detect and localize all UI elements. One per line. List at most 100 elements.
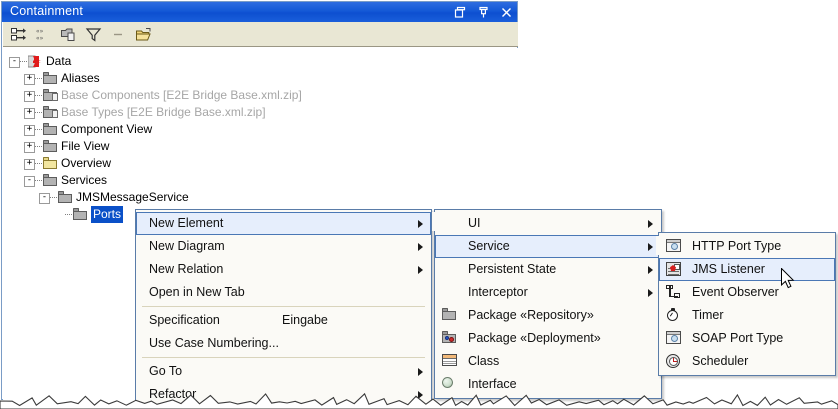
submenu-arrow-icon — [648, 289, 653, 297]
menu-item-label: Scheduler — [692, 354, 749, 368]
folder-icon — [43, 140, 58, 153]
menu-item-no-icon — [442, 262, 458, 277]
menu-item[interactable]: Package «Deployment» — [435, 327, 661, 350]
submenu-arrow-icon — [648, 266, 653, 274]
filter-icon[interactable] — [84, 25, 102, 43]
menu-item-no-icon — [442, 216, 458, 231]
menu-item[interactable]: JMS Listener — [659, 258, 835, 281]
menu-item[interactable]: Go To — [136, 360, 431, 383]
tree-node-label: Data — [46, 54, 72, 68]
menu-item[interactable]: New Diagram — [136, 235, 431, 258]
tree-connector — [35, 112, 42, 114]
menu-item[interactable]: UI — [435, 212, 661, 235]
expand-toggle-icon[interactable]: + — [24, 91, 35, 102]
menu-connector-1 — [432, 212, 435, 231]
menu-item-label: Package «Deployment» — [468, 331, 601, 345]
pin-icon[interactable] — [477, 6, 490, 19]
menu-item[interactable]: Persistent State — [435, 258, 661, 281]
menu-item[interactable]: Interface — [435, 373, 661, 396]
menu-item-label: Interface — [468, 377, 517, 391]
tree-node-label: Component View — [61, 122, 153, 136]
toolbar-separator — [109, 25, 127, 43]
expand-toggle-icon[interactable]: + — [24, 108, 35, 119]
tree-connector — [35, 95, 42, 97]
folder-page-icon — [43, 89, 58, 102]
tree-connector — [50, 197, 57, 199]
tree-node[interactable]: - Data — [3, 53, 518, 70]
menu-item-label: Open in New Tab — [149, 285, 245, 299]
expand-toggle-icon[interactable]: + — [24, 159, 35, 170]
interface-icon — [442, 377, 458, 392]
panel-title: Containment — [10, 4, 84, 18]
tree-node-label: Services — [61, 173, 108, 187]
tree-connector — [35, 163, 42, 165]
menu-item-label: JMS Listener — [692, 262, 765, 276]
menu-item[interactable]: Class — [435, 350, 661, 373]
menu-item[interactable]: Scheduler — [659, 350, 835, 373]
menu-item[interactable]: SOAP Port Type — [659, 327, 835, 350]
tree-node[interactable]: + Overview — [3, 155, 518, 172]
folder-icon — [73, 208, 88, 221]
tree-node[interactable]: +File View — [3, 138, 518, 155]
menu-item[interactable]: Open in New Tab — [136, 281, 431, 304]
menu-item[interactable]: Timer — [659, 304, 835, 327]
tree-node[interactable]: +Aliases — [3, 70, 518, 87]
submenu-arrow-icon — [418, 391, 423, 399]
folder-page-icon — [43, 106, 58, 119]
tree-connector — [65, 214, 72, 216]
tree-node[interactable]: Ports — [3, 206, 518, 223]
menu-item[interactable]: Package «Repository» — [435, 304, 661, 327]
menu-item-label: Persistent State — [468, 262, 557, 276]
tree-node-label: Overview — [61, 156, 112, 170]
tree-connector — [35, 78, 42, 80]
restore-icon[interactable] — [454, 6, 467, 19]
menu-item-label: Go To — [149, 364, 183, 378]
menu-item-no-icon — [442, 285, 458, 300]
tree-node[interactable]: -JMSMessageService — [3, 189, 518, 206]
show-stereotypes-icon[interactable]: «» «» — [34, 25, 52, 43]
close-icon[interactable] — [500, 6, 513, 19]
menu-item[interactable]: New Relation — [136, 258, 431, 281]
submenu-arrow-icon — [418, 266, 423, 274]
jms-listener-icon — [666, 262, 682, 277]
submenu-arrow-icon — [418, 220, 423, 228]
expand-toggle-icon[interactable]: + — [24, 142, 35, 153]
menu-item-label: Refactor — [149, 387, 197, 401]
menu-item[interactable]: Use Case Numbering... — [136, 332, 431, 355]
tree-node-label: Base Types [E2E Bridge Base.xml.zip] — [61, 105, 266, 119]
tree-connector — [35, 180, 42, 182]
submenu-arrow-icon — [648, 220, 653, 228]
submenu-arrow-icon — [648, 243, 653, 251]
mouse-cursor — [781, 267, 797, 295]
menu-item[interactable]: Refactor — [136, 383, 431, 406]
class-icon — [442, 354, 458, 369]
collapse-toggle-icon[interactable]: - — [39, 193, 50, 204]
menu-item-label: Interceptor — [468, 285, 528, 299]
tree-node[interactable]: + Base Types [E2E Bridge Base.xml.zip] — [3, 104, 518, 121]
expand-toggle-icon[interactable]: + — [24, 74, 35, 85]
collapse-toggle-icon[interactable]: - — [24, 176, 35, 187]
menu-item[interactable]: New Element — [136, 212, 431, 235]
menu-item[interactable]: Service — [435, 235, 661, 258]
menu-item[interactable]: Event Observer — [659, 281, 835, 304]
menu-item-accelerator: Eingabe — [282, 313, 328, 327]
package-icon — [442, 308, 458, 323]
submenu-arrow-icon — [418, 368, 423, 376]
collapse-toggle-icon[interactable]: - — [9, 57, 20, 68]
tree-node[interactable]: +Base Components [E2E Bridge Base.xml.zi… — [3, 87, 518, 104]
panel-titlebar: Containment — [2, 2, 517, 22]
tree-node[interactable]: + Component View — [3, 121, 518, 138]
expand-toggle-icon[interactable]: + — [24, 125, 35, 136]
menu-item[interactable]: Interceptor — [435, 281, 661, 304]
menu-item-label: New Element — [149, 216, 224, 230]
tree-node[interactable]: - Services — [3, 172, 518, 189]
menu-item[interactable]: HTTP Port Type — [659, 235, 835, 258]
folder-icon — [43, 123, 58, 136]
open-folder-icon[interactable] — [134, 25, 152, 43]
expand-all-icon[interactable] — [9, 25, 27, 43]
copy-icon[interactable] — [59, 25, 77, 43]
